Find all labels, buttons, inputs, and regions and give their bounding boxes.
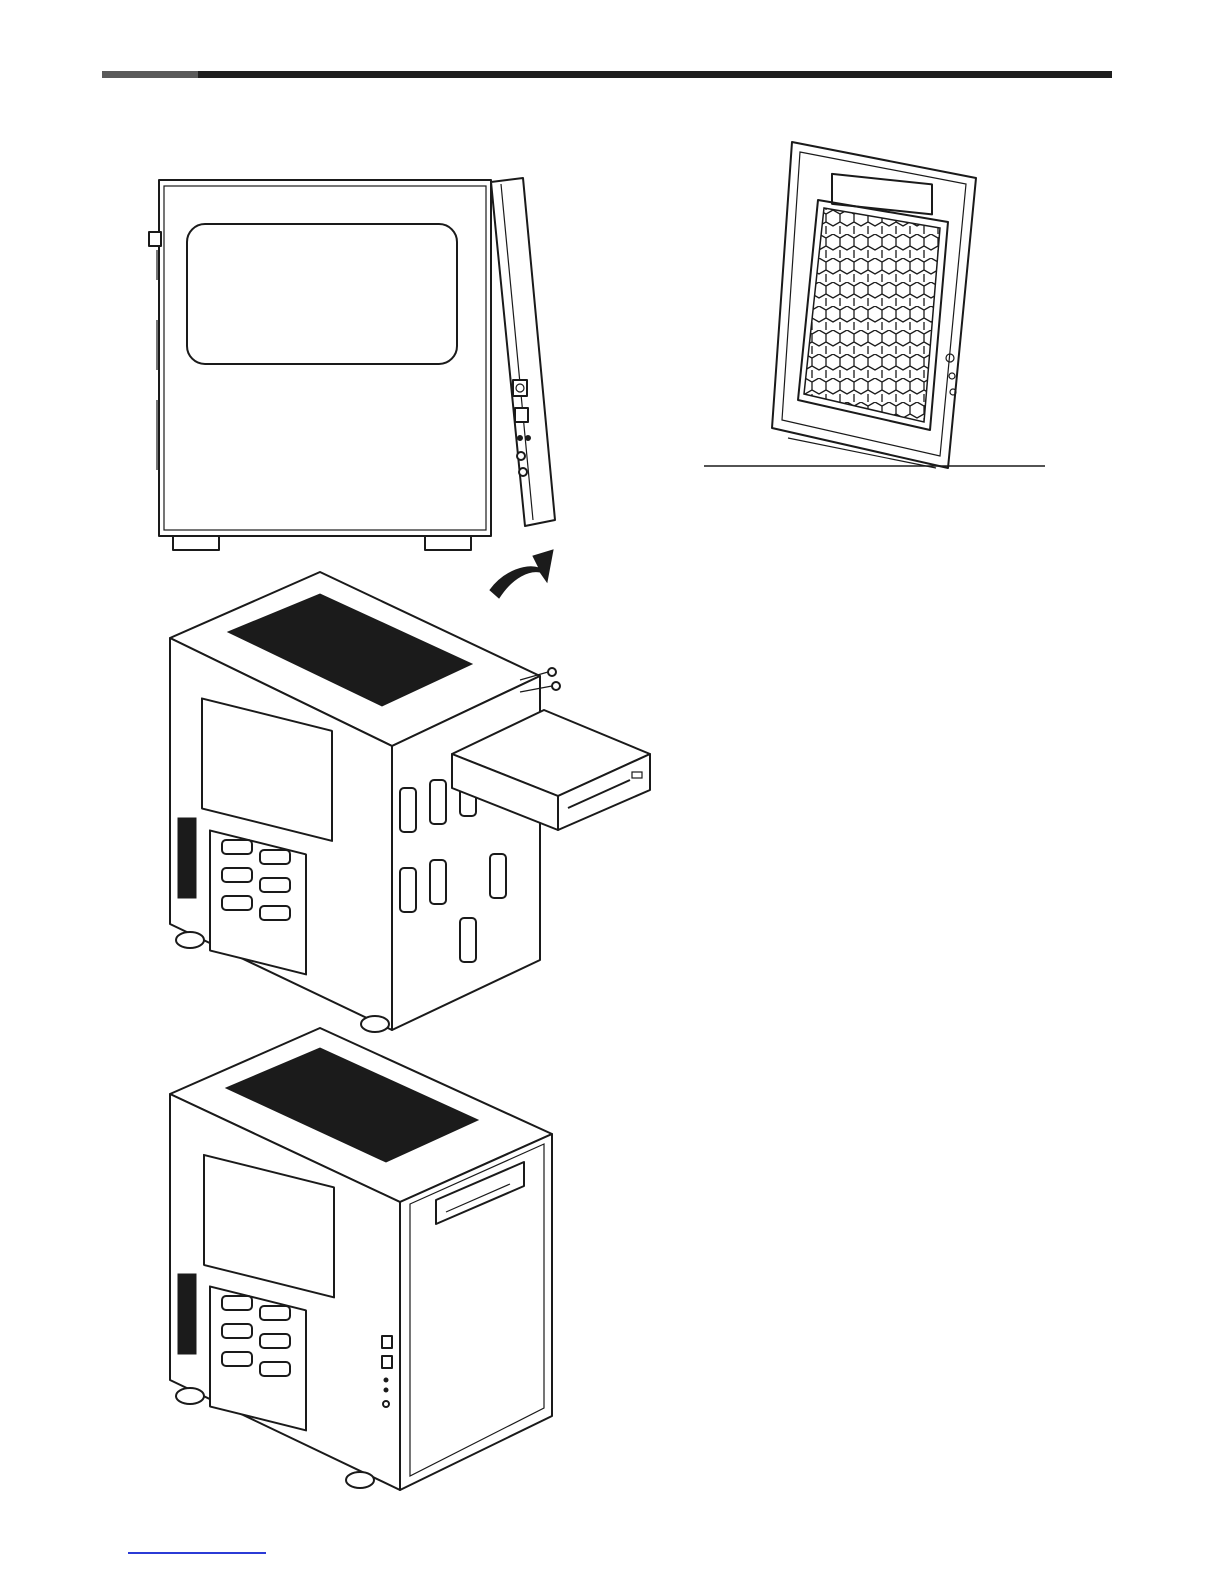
footer-link-underline[interactable] <box>128 1552 266 1554</box>
figure-assembled-case <box>160 1024 560 1494</box>
hdd-cage <box>210 830 306 974</box>
figure-front-panel-filter <box>700 138 1050 478</box>
header-accent <box>102 71 198 78</box>
power-button-icon <box>513 380 527 396</box>
hex-mesh <box>804 208 940 422</box>
header-rule <box>102 71 1112 78</box>
side-panel <box>159 180 491 536</box>
figure-side-view <box>135 170 565 610</box>
usb-port-icon <box>518 436 523 441</box>
reset-button-icon <box>515 408 528 422</box>
figure-odd-installation <box>160 568 655 1038</box>
foot-right <box>425 536 471 550</box>
foot-left <box>173 536 219 550</box>
front-io-power-icon <box>382 1336 392 1348</box>
audio-jack-icon <box>517 452 525 460</box>
